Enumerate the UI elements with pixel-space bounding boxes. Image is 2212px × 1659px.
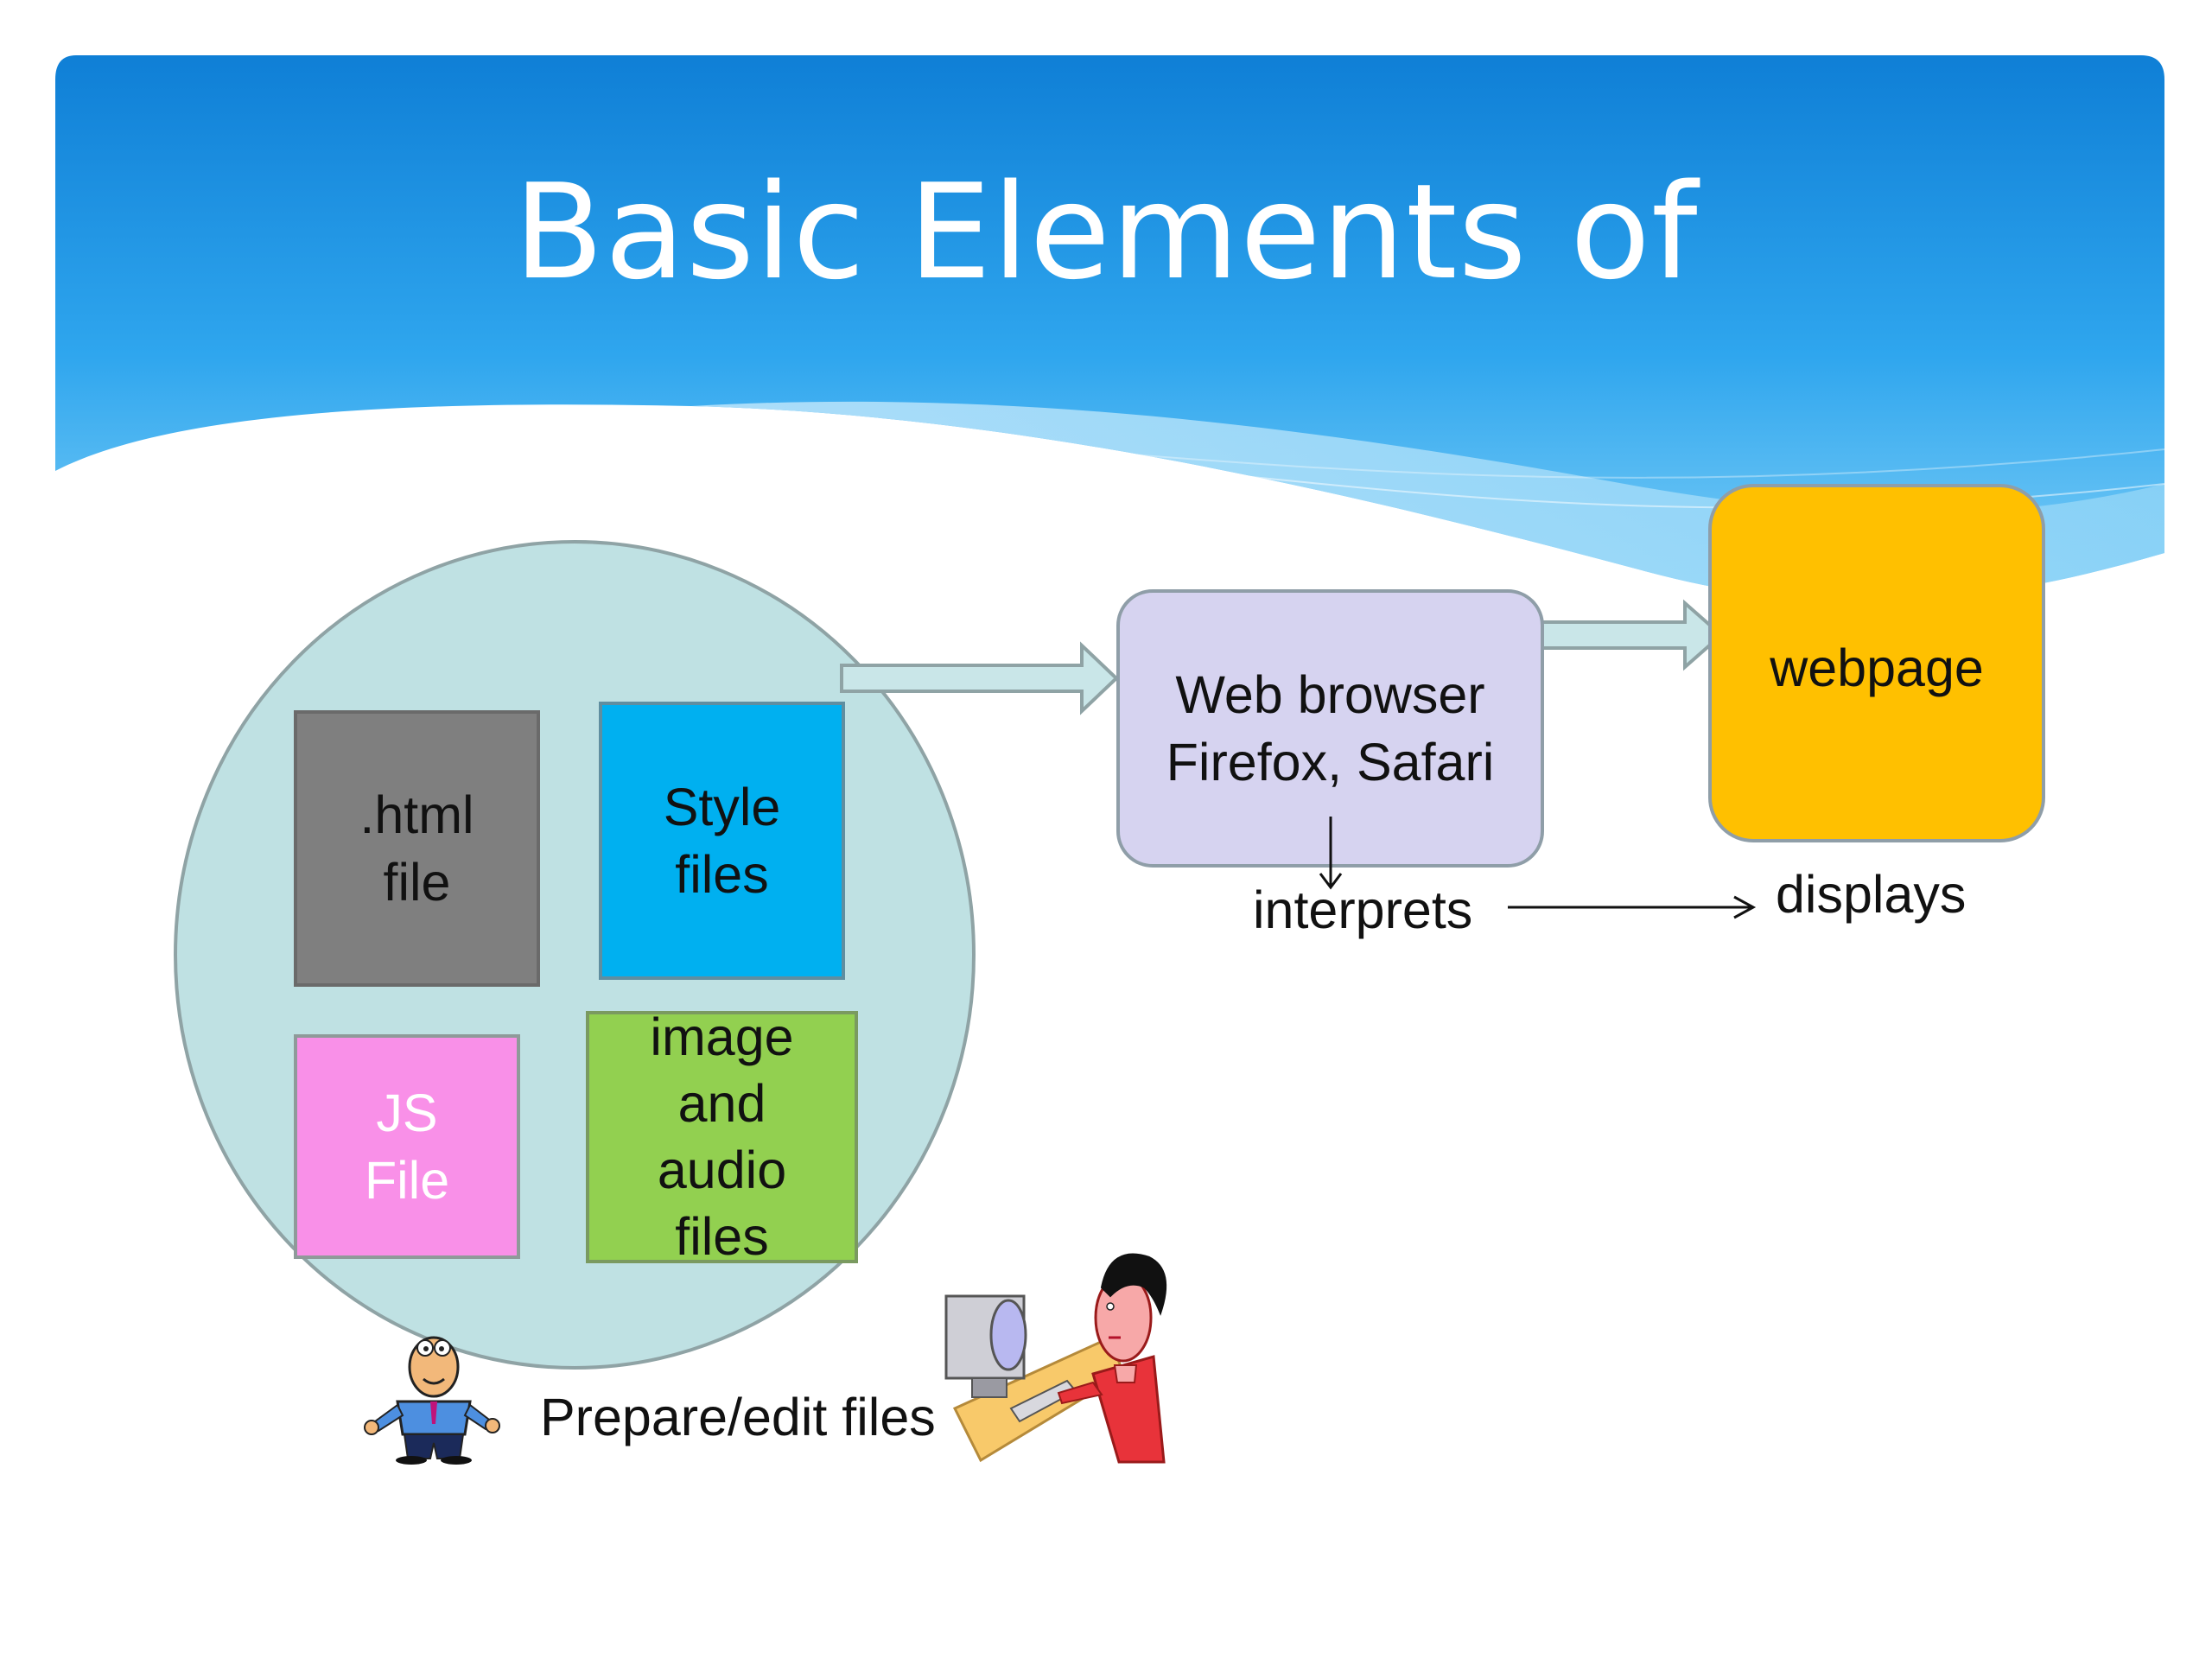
style-files-box: Style files — [599, 702, 845, 980]
media-files-label: image and audio files — [650, 1007, 794, 1266]
style-files-label: Style files — [663, 777, 781, 904]
man-clipart-icon — [364, 1336, 500, 1465]
arrow-to-webpage — [1540, 599, 1725, 671]
media-files-box: image and audio files — [586, 1007, 858, 1266]
js-file-box: JS File — [294, 1034, 520, 1259]
interprets-label: interprets — [1253, 880, 1473, 939]
webpage-label: webpage — [1770, 639, 1984, 697]
prepare-label: Prepare/edit files — [540, 1388, 936, 1446]
displays-arrow — [1508, 895, 1757, 919]
displays-label: displays — [1776, 865, 1967, 924]
arrow-to-browser — [840, 641, 1119, 715]
html-file-label: .html file — [359, 785, 474, 912]
webpage-box: webpage — [1708, 484, 2045, 842]
html-file-box: .html file — [294, 710, 540, 987]
js-file-label: JS File — [364, 1083, 450, 1210]
web-browser-label: Web browser Firefox, Safari — [1166, 664, 1495, 791]
slide-title: Basic Elements of — [513, 156, 1699, 308]
interprets-arrow — [1319, 817, 1343, 890]
woman-at-computer-clipart-icon — [944, 1253, 1167, 1464]
